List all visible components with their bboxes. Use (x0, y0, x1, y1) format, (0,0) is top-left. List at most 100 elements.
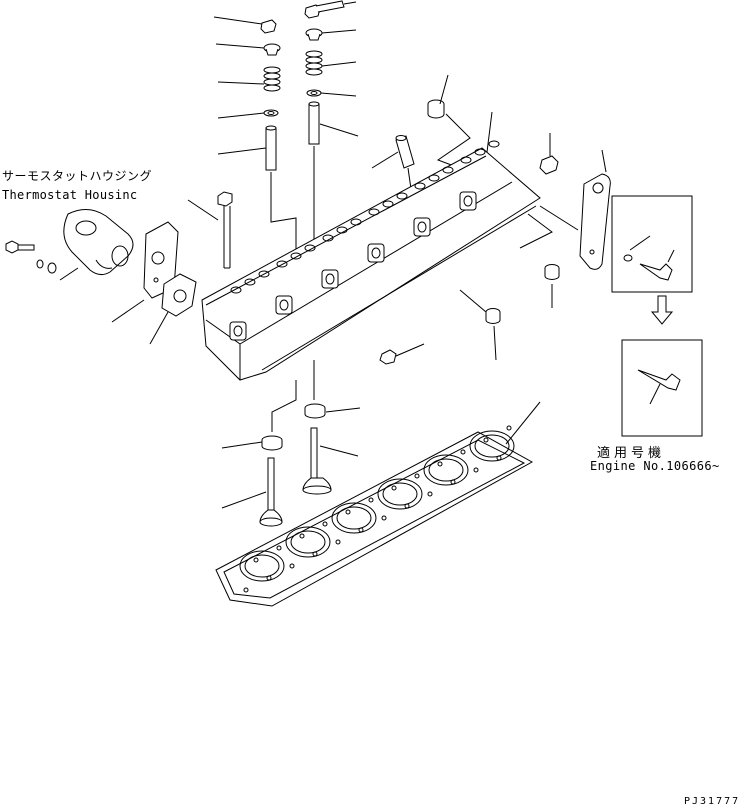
gasket-bore (469, 430, 515, 462)
gasket-bore (377, 478, 423, 510)
gasket-bore (285, 526, 331, 558)
thermostat-gasket (111, 221, 179, 323)
gasket-hole (243, 587, 249, 593)
gasket-bore-inner (382, 482, 418, 506)
head-hole (290, 252, 302, 260)
spring-retainer-right (305, 28, 357, 41)
head-bolt (187, 191, 233, 269)
gasket-hole (368, 497, 374, 503)
head-hole (414, 182, 426, 190)
gasket-bore (423, 454, 469, 486)
head-port-bore (279, 299, 289, 311)
head-port (413, 217, 431, 237)
cylinder-head-ports (229, 191, 477, 341)
intake-valve (221, 457, 283, 527)
gasket-hole (496, 455, 502, 461)
head-port (367, 243, 385, 263)
gasket-hole (460, 449, 466, 455)
gasket-bore-inner (336, 506, 372, 530)
gasket-hole (345, 509, 351, 515)
head-hole (488, 140, 500, 148)
head-hole (382, 200, 394, 208)
head-port-bore (417, 221, 427, 233)
lifting-bracket (539, 149, 611, 270)
head-port (229, 321, 247, 341)
gasket-hole (276, 545, 282, 551)
head-gasket (215, 401, 541, 607)
head-hole (396, 192, 408, 200)
head-hole (304, 244, 316, 252)
head-hole (336, 226, 348, 234)
spring-retainer-left (215, 43, 281, 56)
gasket-bores (239, 430, 515, 582)
gasket-hole (391, 485, 397, 491)
head-hole (244, 278, 256, 286)
head-hole (230, 286, 242, 294)
gasket-hole (483, 437, 489, 443)
spring-seat-left (217, 109, 279, 119)
gasket-bore-inner (290, 530, 326, 554)
gasket-hole (322, 521, 328, 527)
gasket-hole (253, 557, 259, 563)
head-hole (368, 208, 380, 216)
gasket-hole (473, 467, 479, 473)
gasket-bore (331, 502, 377, 534)
head-hole (258, 270, 270, 278)
cylinder-head (201, 147, 541, 381)
gasket-hole (414, 473, 420, 479)
spring-seat-right (306, 89, 357, 97)
detail-box-upper (611, 195, 693, 293)
head-port (321, 269, 339, 289)
drawing-code: PJ31777 (684, 796, 741, 807)
gasket-bore (239, 550, 285, 582)
gasket-hole (450, 479, 456, 485)
cylinder-head-holes (230, 140, 500, 294)
leader-bracket (519, 213, 553, 249)
valve-seat-left (221, 435, 283, 451)
head-hole (428, 174, 440, 182)
head-port (459, 191, 477, 211)
head-hole (442, 166, 454, 174)
thermostat-housing-label-jp: サーモスタットハウジング (2, 169, 153, 183)
head-port (275, 295, 293, 315)
valve-cotter-right (304, 0, 357, 19)
valve-seat-right (304, 403, 361, 419)
exhaust-valve (302, 427, 359, 495)
valve-spring-right (305, 50, 357, 76)
detail-box-lower (621, 339, 703, 437)
head-hole (276, 260, 288, 268)
plug-front (459, 289, 501, 361)
leader-valve-left (271, 380, 297, 432)
valve-guide-left (217, 125, 277, 171)
plug-side (539, 133, 559, 175)
head-port-bore (371, 247, 381, 259)
plug-right-lower (544, 264, 560, 308)
gasket-hole (427, 491, 433, 497)
head-port-bore (233, 325, 243, 337)
head-hole (322, 234, 334, 242)
thermostat-spacer (149, 273, 197, 345)
gasket-hole (335, 539, 341, 545)
valve-spring-left (217, 66, 281, 92)
head-port-bore (325, 273, 335, 285)
head-port-bore (463, 195, 473, 207)
gasket-hole (437, 461, 443, 467)
gasket-bore-inner (474, 434, 510, 458)
applicable-serial-label-en: Engine No.106666~ (590, 459, 720, 473)
gasket-hole (312, 551, 318, 557)
thermostat-housing (59, 209, 134, 281)
gasket-holes (243, 425, 512, 593)
gasket-hole (266, 575, 272, 581)
gasket-bore-inner (244, 554, 280, 578)
plug-top (427, 74, 471, 167)
gasket-hole (358, 527, 364, 533)
gasket-hole (404, 503, 410, 509)
gasket-hole (289, 563, 295, 569)
injector-sleeve (371, 135, 415, 197)
valve-cotter-left (213, 16, 277, 34)
gasket-hole (506, 425, 512, 431)
thermostat-bolt (5, 240, 57, 274)
gasket-hole (381, 515, 387, 521)
arrow-down (650, 295, 674, 325)
